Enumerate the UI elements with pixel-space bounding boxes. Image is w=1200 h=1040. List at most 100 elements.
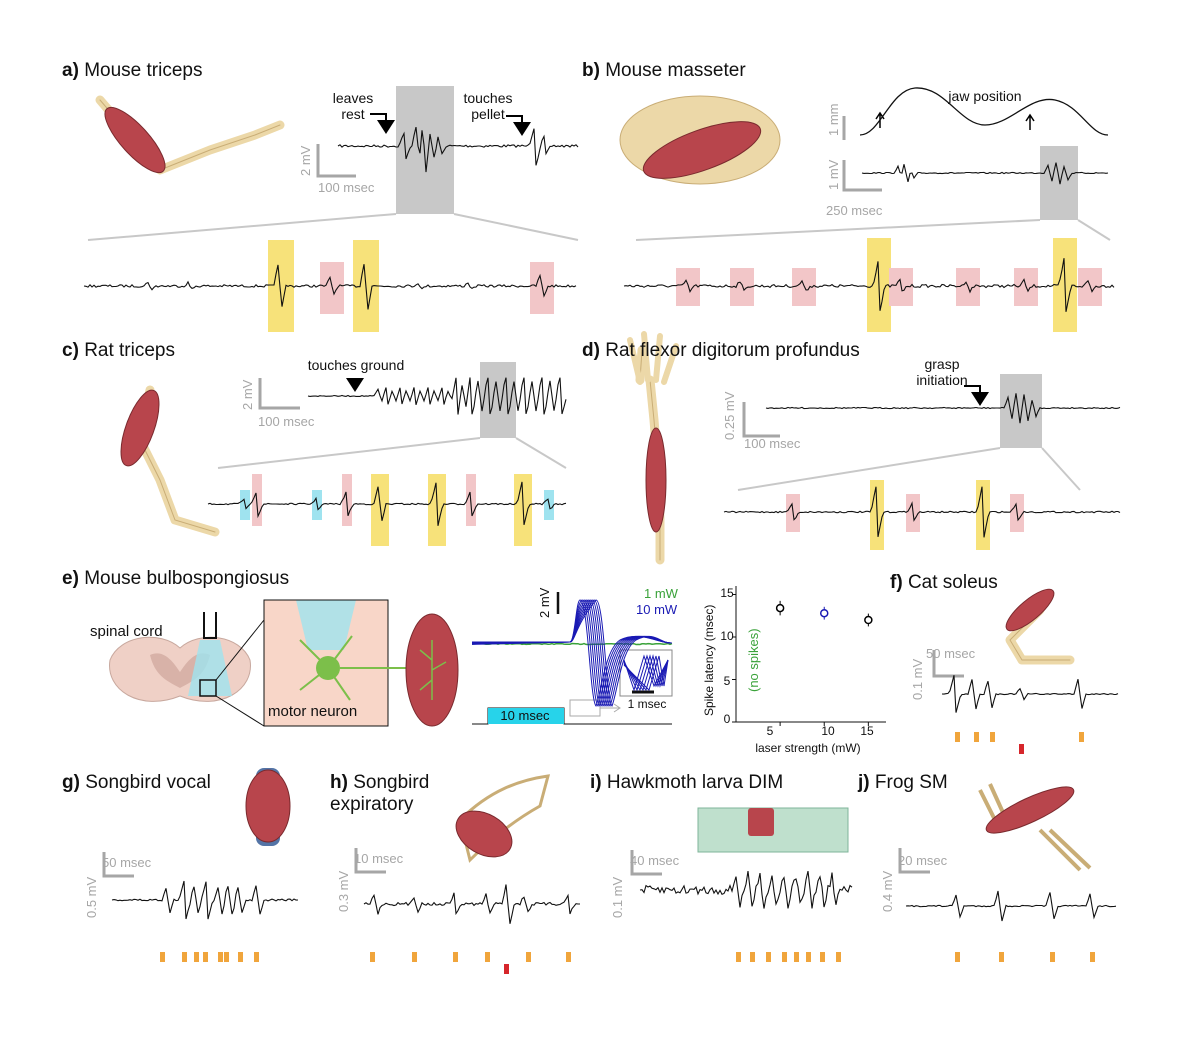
c-scale-y: 2 mV xyxy=(240,379,255,410)
h-unit-tick-0 xyxy=(370,952,375,962)
e-inset-light xyxy=(296,600,356,650)
g-scale-x: 50 msec xyxy=(102,855,152,870)
g-unit-tick-7 xyxy=(254,952,259,962)
h-emg-trace xyxy=(363,884,580,924)
c-emg-trace xyxy=(307,377,567,415)
e-zoom-square xyxy=(199,679,217,697)
chart-point-0 xyxy=(775,603,785,613)
d-zoom-left xyxy=(737,447,1001,491)
inset-scale-label: 1 msec xyxy=(627,697,667,711)
f-scale-y: 0.1 mV xyxy=(910,658,925,700)
f-emg-trace xyxy=(941,675,1119,713)
f-soleus-muscle xyxy=(1005,588,1055,632)
j-scale-x: 20 msec xyxy=(898,853,948,868)
c-scale-x: 100 msec xyxy=(258,414,315,429)
i-unit-tick-4 xyxy=(794,952,799,962)
e-optic-fiber xyxy=(203,612,217,639)
e-inset-trace-0 xyxy=(623,654,669,692)
x-tick-5: 5 xyxy=(766,724,774,738)
y-tick-0: 0 xyxy=(723,712,731,726)
f-unit-tick-3 xyxy=(1079,732,1084,742)
spinal-cord-label: spinal cord xyxy=(90,623,163,640)
d-hand-bones xyxy=(627,331,679,385)
e-zoom-line-2 xyxy=(215,695,265,727)
a-zoom-left xyxy=(87,213,397,241)
d-scale-y: 0.25 mV xyxy=(722,391,737,440)
i-emg-trace xyxy=(639,870,853,909)
g-vocal-muscle xyxy=(245,769,291,843)
a-unit-yellow-1 xyxy=(268,240,294,332)
e-zoom-line-1 xyxy=(215,619,265,681)
f-unit-tick-2 xyxy=(990,732,995,742)
i-scale-bar xyxy=(630,850,662,876)
i-unit-tick-7 xyxy=(836,952,841,962)
b-zoom-window xyxy=(1040,146,1078,220)
j-emg-trace xyxy=(905,890,1117,922)
e-laser-pulse xyxy=(488,708,564,724)
a-zoom-right xyxy=(453,213,579,241)
c-zoomed-trace xyxy=(207,481,567,526)
i-scale-x: 40 msec xyxy=(630,853,680,868)
chart-xlabel: laser strength (mW) xyxy=(755,741,861,755)
j-scale-y: 0.4 mV xyxy=(880,870,895,912)
j-sm-muscle xyxy=(985,786,1075,834)
d-zoomed-trace xyxy=(723,486,1121,538)
panel-h-label: h) Songbird expiratory xyxy=(330,772,430,815)
panel-f-label: f) Cat soleus xyxy=(890,572,998,593)
g-unit-tick-1 xyxy=(182,952,187,962)
e-neuron-dendrites xyxy=(299,635,420,701)
i-unit-tick-2 xyxy=(766,952,771,962)
h-unit-tick-5 xyxy=(566,952,571,962)
h-unit-tick-2 xyxy=(453,952,458,962)
g-unit-tick-4 xyxy=(218,952,223,962)
a-scale-bar xyxy=(316,144,356,178)
e-inset-trace-2 xyxy=(623,654,669,692)
d-scale-bar xyxy=(742,402,780,438)
b-unit-pink-0 xyxy=(676,268,700,306)
f-unit-tick-1 xyxy=(974,732,979,742)
e-inset-trace-4 xyxy=(623,655,669,692)
j-unit-tick-1 xyxy=(999,952,1004,962)
d-scale-x: 100 msec xyxy=(744,436,801,451)
panel-j-label: j) Frog SM xyxy=(858,772,948,793)
panel-g-label: g) Songbird vocal xyxy=(62,772,211,793)
c-scale-bar xyxy=(258,378,300,410)
panel-e-label: e) Mouse bulbospongiosus xyxy=(62,568,290,589)
h-unit-tick-1 xyxy=(412,952,417,962)
b-zoomed-trace xyxy=(623,258,1115,312)
a-leaves-rest-arrow xyxy=(377,120,395,134)
g-scale-bar xyxy=(102,852,134,878)
motor-neuron-label: motor neuron xyxy=(268,703,358,720)
e-inset-arrow xyxy=(600,703,621,713)
h-unit-tick-3 xyxy=(485,952,490,962)
g-unit-tick-2 xyxy=(194,952,199,962)
g-unit-tick-5 xyxy=(224,952,229,962)
i-unit-tick-3 xyxy=(782,952,787,962)
a-touches-pellet-arrow-stem xyxy=(506,115,523,124)
e-blue-trace-8 xyxy=(471,599,673,707)
b-scale-y1: 1 mm xyxy=(826,103,841,137)
c-unit-yellow-1 xyxy=(371,474,389,546)
b-scale-bar-mv xyxy=(842,160,882,192)
d-grasp-initiation-arrow-stem xyxy=(964,385,981,394)
x-tick-15: 15 xyxy=(860,724,874,738)
a-scale-y: 2 mV xyxy=(298,145,313,176)
d-emg-trace xyxy=(765,393,1121,424)
i-unit-tick-0 xyxy=(736,952,741,962)
a-emg-trace xyxy=(337,126,579,173)
i-unit-tick-6 xyxy=(820,952,825,962)
f-unit-tick-red xyxy=(1019,744,1024,754)
y-tick-15: 15 xyxy=(720,586,734,600)
a-leaves-rest-arrow-stem xyxy=(370,113,387,122)
c-triceps-muscle xyxy=(120,389,160,467)
c-touches-ground-arrow xyxy=(346,378,364,392)
j-scale-bar xyxy=(898,848,930,874)
d-zoom-window xyxy=(1000,374,1042,448)
chart-point-1 xyxy=(819,608,829,618)
panel-i-label: i) Hawkmoth larva DIM xyxy=(590,772,784,793)
x-tick-10: 10 xyxy=(821,724,835,738)
touches-ground-label: touches ground xyxy=(307,357,405,373)
legend-1mw: 1 mW xyxy=(644,586,678,601)
d-fdp-muscle xyxy=(645,427,667,533)
